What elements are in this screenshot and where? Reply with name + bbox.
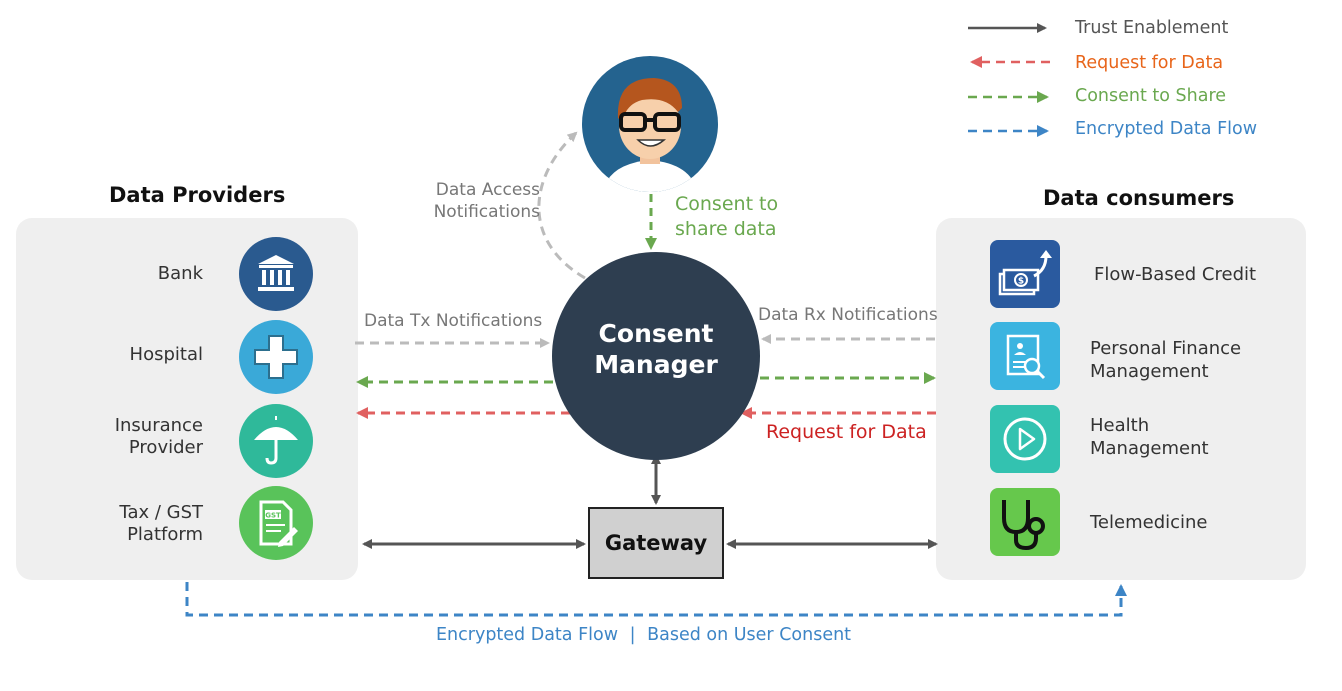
finance-document-icon [990, 322, 1060, 390]
request-for-data-note: Request for Data [766, 421, 927, 443]
provider-label-insurance: Insurance Provider [114, 415, 203, 458]
umbrella-icon [239, 404, 313, 478]
consumer-label-flow-credit: Flow-Based Credit [1094, 264, 1257, 285]
stethoscope-icon [990, 488, 1060, 556]
caption-separator: | [629, 625, 636, 645]
credit-growth-icon: $ [990, 240, 1060, 308]
encrypted-flow-arrow [185, 582, 1127, 617]
consumers-title: Data consumers [1043, 186, 1235, 210]
consent-share-note: Consent to share data [675, 193, 779, 240]
providers-title: Data Providers [109, 183, 286, 207]
provider-label-hospital: Hospital [129, 344, 203, 365]
data-access-arrow [537, 131, 586, 280]
consent-manager-node: Consent Manager [552, 252, 760, 460]
encrypted-flow-text: Encrypted Data Flow [436, 625, 619, 645]
user-avatar [582, 56, 718, 192]
play-icon [990, 405, 1060, 473]
legend-trust-label: Trust Enablement [1075, 18, 1229, 38]
encrypted-flow-caption: Encrypted Data Flow | Based on User Cons… [436, 625, 851, 645]
data-access-note: Data Access Notifications [433, 180, 540, 222]
consumer-label-health: Health Management [1090, 415, 1209, 459]
data-tx-note: Data Tx Notifications [364, 311, 543, 331]
provider-label-bank: Bank [157, 263, 203, 284]
bank-icon [239, 237, 313, 311]
gateway-node: Gateway [588, 507, 724, 579]
consumer-label-telemedicine: Telemedicine [1090, 512, 1208, 533]
provider-label-tax: Tax / GST Platform [119, 502, 203, 545]
consent-manager-label: Consent Manager [594, 319, 718, 379]
svg-text:$: $ [1018, 277, 1024, 287]
svg-text:GST: GST [265, 512, 281, 520]
data-rx-note: Data Rx Notifications [758, 305, 938, 325]
consumer-label-personal-finance: Personal Finance Management [1090, 338, 1242, 382]
hospital-cross-icon [239, 320, 313, 394]
legend-request-label: Request for Data [1075, 53, 1224, 73]
legend-encrypted-label: Encrypted Data Flow [1075, 119, 1258, 139]
gst-document-icon: GST [239, 486, 313, 560]
based-on-consent-text: Based on User Consent [647, 625, 852, 645]
legend-consent-label: Consent to Share [1075, 86, 1227, 106]
